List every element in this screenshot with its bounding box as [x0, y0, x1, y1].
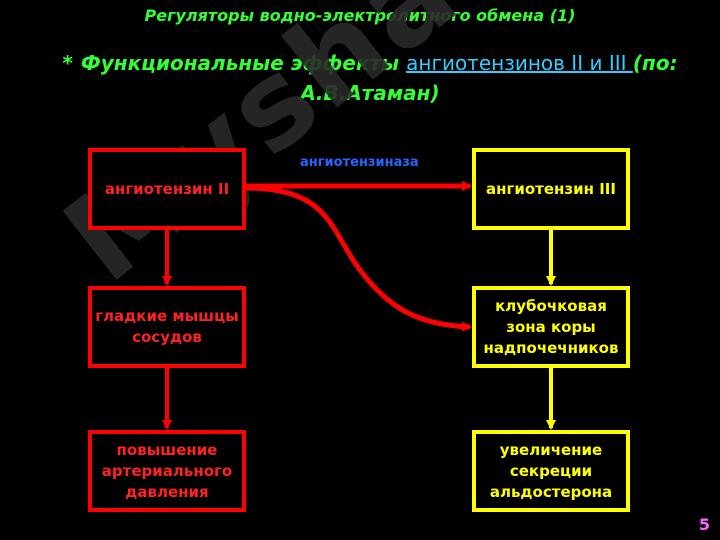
box-angiotensin-ii: ангиотензин II — [88, 148, 246, 230]
heading-link[interactable]: ангиотензинов II и III — [406, 51, 633, 75]
box-smooth-muscle: гладкие мышцы сосудов — [88, 286, 246, 368]
heading: * Функциональные эффекты ангиотензинов II… — [30, 48, 710, 108]
arrow-ang2-to-zona — [245, 185, 472, 332]
box-angiotensin-iii: ангиотензин III — [472, 148, 630, 230]
enzyme-label: ангиотензиназа — [300, 155, 419, 170]
box-blood-pressure: повышение артериального давления — [88, 430, 246, 512]
heading-bullet: * — [62, 51, 73, 75]
heading-suffix: (по: А.В.Атаман) — [300, 51, 678, 105]
box-aldosterone: увеличение секреции альдостерона — [472, 430, 630, 512]
slide-title: Регуляторы водно-электролитного обмена (… — [144, 6, 576, 25]
heading-prefix: Функциональные эффекты — [80, 51, 407, 75]
box-zona-glomerulosa: клубочковая зона коры надпочечников — [472, 286, 630, 368]
page-number: 5 — [698, 515, 710, 534]
